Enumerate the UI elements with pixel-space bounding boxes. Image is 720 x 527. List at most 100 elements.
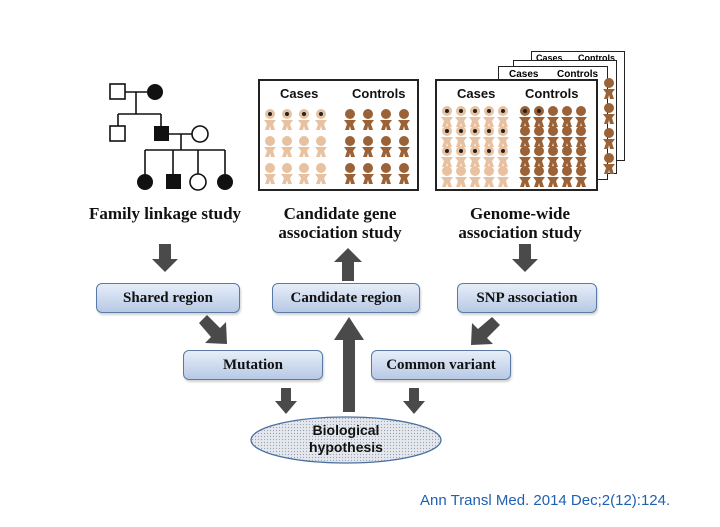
gwas-back-cases-label: Cases	[509, 69, 539, 80]
person-figure-icon	[483, 146, 495, 167]
person-figure-icon	[519, 106, 531, 127]
family-linkage-study-label: Family linkage study	[88, 204, 242, 223]
biological-hypothesis-label: Biological hypothesis	[309, 422, 383, 455]
person-figure-icon	[264, 136, 276, 157]
person-figure-icon	[298, 109, 310, 130]
arrow-up-icon	[334, 248, 362, 281]
person-figure-icon	[441, 166, 453, 187]
control-figures	[519, 106, 587, 187]
arrow-down-icon	[512, 244, 538, 272]
person-figure-icon	[533, 166, 545, 187]
person-figure-icon	[497, 166, 509, 187]
gwas-back-controls-label: Controls	[557, 69, 599, 80]
case-figures	[264, 109, 327, 184]
person-figure-icon	[264, 109, 276, 130]
mutation-box: Mutation	[183, 350, 323, 380]
person-figure-icon	[455, 126, 467, 147]
person-figure-icon	[533, 106, 545, 127]
person-figure-icon	[547, 146, 559, 167]
person-figure-icon	[398, 163, 410, 184]
pedigree-chart	[109, 83, 233, 191]
person-figure-icon	[398, 109, 410, 130]
candidate-gene-panel: Cases Controls	[258, 79, 419, 191]
panel-controls-label: Controls	[525, 86, 579, 101]
person-figure-icon	[441, 146, 453, 167]
person-figure-icon	[455, 106, 467, 127]
person-figure-icon	[264, 163, 276, 184]
person-figure-icon	[497, 146, 509, 167]
person-figure-icon	[547, 166, 559, 187]
person-figure-icon	[281, 109, 293, 130]
person-figure-icon	[315, 163, 327, 184]
control-figures	[344, 109, 410, 184]
pedigree-male-affected	[154, 126, 169, 141]
panel-controls-label: Controls	[352, 86, 406, 101]
person-figure-icon	[561, 146, 573, 167]
person-figure-icon	[575, 126, 587, 147]
person-figure-icon	[298, 163, 310, 184]
case-figures	[441, 106, 509, 187]
person-figure-icon	[281, 136, 293, 157]
person-figure-icon	[344, 109, 356, 130]
person-figure-icon	[398, 136, 410, 157]
gwas-back-controls-label: Controls	[578, 53, 615, 63]
person-figure-icon	[380, 109, 392, 130]
gwas-panel: Cases Controls	[435, 79, 598, 191]
person-figure-icon	[483, 166, 495, 187]
person-figure-icon	[603, 78, 615, 99]
citation-text: Ann Transl Med. 2014 Dec;2(12):124.	[420, 492, 671, 509]
person-figure-icon	[547, 126, 559, 147]
person-figure-icon	[575, 106, 587, 127]
person-figure-icon	[497, 106, 509, 127]
person-figure-icon	[547, 106, 559, 127]
pedigree-female-affected	[147, 84, 163, 100]
pedigree-male-affected	[166, 174, 181, 189]
person-figure-icon	[380, 136, 392, 157]
person-figure-icon	[380, 163, 392, 184]
person-figure-icon	[533, 146, 545, 167]
person-figure-icon	[455, 146, 467, 167]
person-figure-icon	[561, 126, 573, 147]
person-figure-icon	[469, 146, 481, 167]
pedigree-female-unaffected	[191, 125, 209, 143]
gwas-side-figures	[603, 78, 615, 174]
person-figure-icon	[344, 136, 356, 157]
person-figure-icon	[455, 166, 467, 187]
person-figure-icon	[441, 106, 453, 127]
person-figure-icon	[533, 126, 545, 147]
gwas-study-label: Genome-wide association study	[458, 204, 582, 242]
person-figure-icon	[362, 109, 374, 130]
person-figure-icon	[561, 166, 573, 187]
person-figure-icon	[519, 126, 531, 147]
biological-hypothesis-ellipse	[250, 416, 442, 464]
person-figure-icon	[441, 126, 453, 147]
panel-cases-label: Cases	[280, 86, 319, 101]
arrow-down-icon	[152, 244, 178, 272]
pedigree-female-affected	[137, 174, 153, 190]
person-figure-icon	[603, 128, 615, 149]
person-figure-icon	[469, 106, 481, 127]
arrow-up-icon	[334, 317, 364, 412]
pedigree-male-unaffected	[109, 125, 126, 142]
person-figure-icon	[362, 136, 374, 157]
pedigree-female-unaffected	[189, 173, 207, 191]
common-variant-box: Common variant	[371, 350, 511, 380]
pedigree-male-unaffected	[109, 83, 126, 100]
person-figure-icon	[298, 136, 310, 157]
person-figure-icon	[483, 126, 495, 147]
person-figure-icon	[281, 163, 293, 184]
person-figure-icon	[483, 106, 495, 127]
shared-region-box: Shared region	[96, 283, 240, 313]
arrow-down-icon	[403, 388, 425, 414]
snp-association-box: SNP association	[457, 283, 597, 313]
person-figure-icon	[362, 163, 374, 184]
person-figure-icon	[315, 136, 327, 157]
person-figure-icon	[519, 166, 531, 187]
person-figure-icon	[519, 146, 531, 167]
person-figure-icon	[575, 166, 587, 187]
arrow-diagonal-icon	[471, 317, 500, 345]
candidate-gene-study-label: Candidate gene association study	[278, 204, 402, 242]
person-figure-icon	[561, 106, 573, 127]
person-figure-icon	[469, 166, 481, 187]
